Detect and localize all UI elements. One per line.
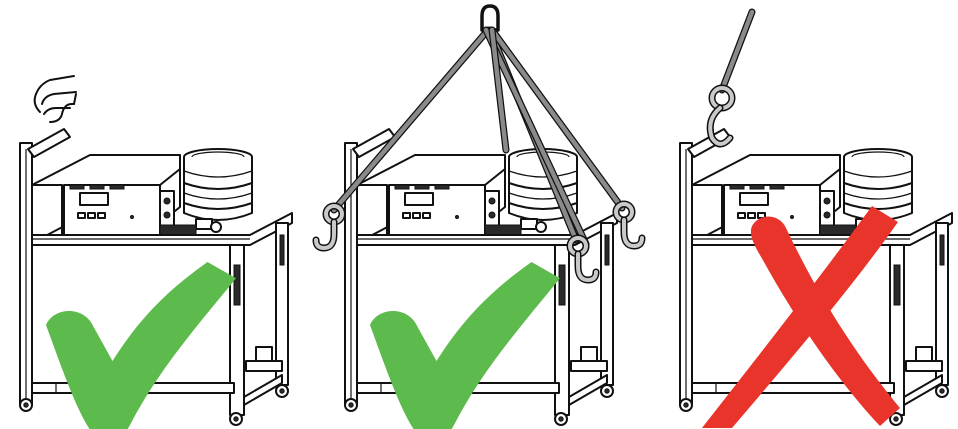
checkmark-icon — [370, 262, 560, 429]
single-sling — [722, 12, 752, 90]
panel-lift-by-four-point-sling — [316, 6, 642, 429]
crane-hook-icon — [316, 206, 342, 248]
panel-lift-by-single-hook — [680, 12, 952, 428]
pump-cart-unit — [680, 129, 952, 425]
lifting-ring-icon — [482, 6, 498, 30]
pump-cart-unit — [345, 129, 617, 425]
panel-lift-by-handle — [20, 76, 292, 429]
hand-icon — [35, 76, 76, 122]
checkmark-icon — [46, 262, 236, 429]
